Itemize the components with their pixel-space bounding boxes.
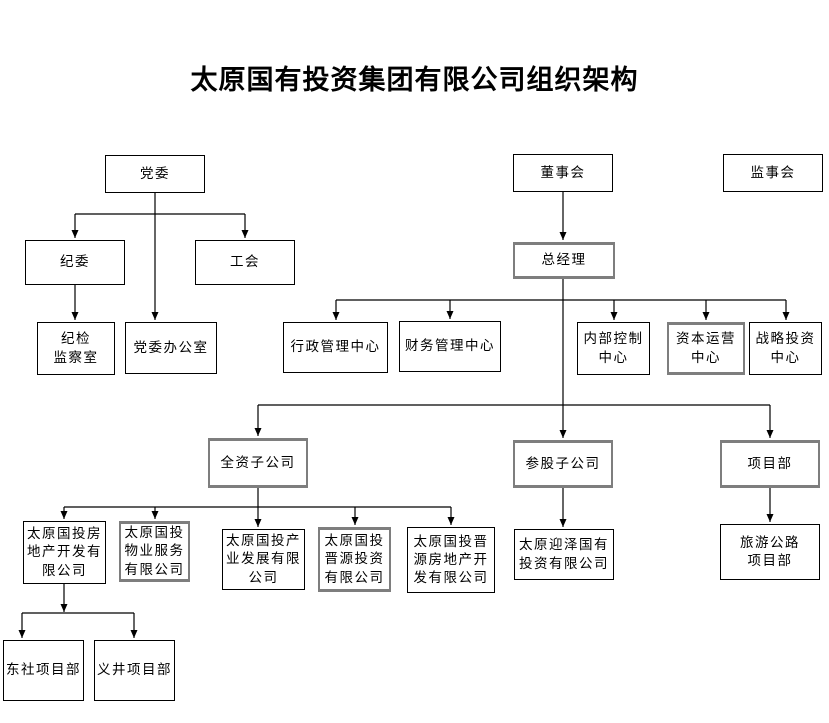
org-node-jiwei: 纪委 <box>25 240 125 285</box>
org-node-dongshe-xiangmubu: 东社项目部 <box>3 640 84 701</box>
org-node-gonghui: 工会 <box>195 240 295 285</box>
org-node-yingze-guoyou: 太原迎泽国有 投资有限公司 <box>514 529 614 580</box>
org-node-dangwei-bangongshi: 党委办公室 <box>125 322 217 374</box>
org-node-zongjingli: 总经理 <box>513 242 615 279</box>
org-node-xingzheng-center: 行政管理中心 <box>283 322 388 373</box>
org-node-guotou-wuye: 太原国投 物业服务 有限公司 <box>119 521 190 582</box>
org-node-jijian-jianchashi: 纪检 监察室 <box>37 322 115 375</box>
org-node-guotou-jinyuan-touzi: 太原国投 晋源投资 有限公司 <box>318 527 391 592</box>
org-node-lvyou-gonglu: 旅游公路 项目部 <box>720 524 820 580</box>
org-node-yijing-xiangmubu: 义井项目部 <box>94 640 175 701</box>
org-node-neibu-center: 内部控制 中心 <box>577 322 650 375</box>
org-node-caiwu-center: 财务管理中心 <box>399 321 501 372</box>
org-node-guotou-jinyuan-fangdichan: 太原国投晋 源房地产开 发有限公司 <box>407 527 495 593</box>
org-node-guotou-chanye: 太原国投产 业发展有限 公司 <box>222 529 305 590</box>
org-node-zhanlue-center: 战略投资 中心 <box>749 322 822 375</box>
org-node-ziben-center: 资本运营 中心 <box>667 322 745 375</box>
org-node-jianshihui: 监事会 <box>723 154 823 192</box>
org-node-dongshihui: 董事会 <box>513 154 613 192</box>
org-node-xiangmubu: 项目部 <box>720 440 820 488</box>
org-node-guotou-fangdichan: 太原国投房 地产开发有 限公司 <box>23 521 106 584</box>
org-node-quanzi-zigongsi: 全资子公司 <box>208 438 308 488</box>
org-node-dangwei: 党委 <box>105 155 205 193</box>
chart-title: 太原国有投资集团有限公司组织架构 <box>190 65 639 95</box>
org-node-cangu-zigongsi: 参股子公司 <box>513 440 613 488</box>
